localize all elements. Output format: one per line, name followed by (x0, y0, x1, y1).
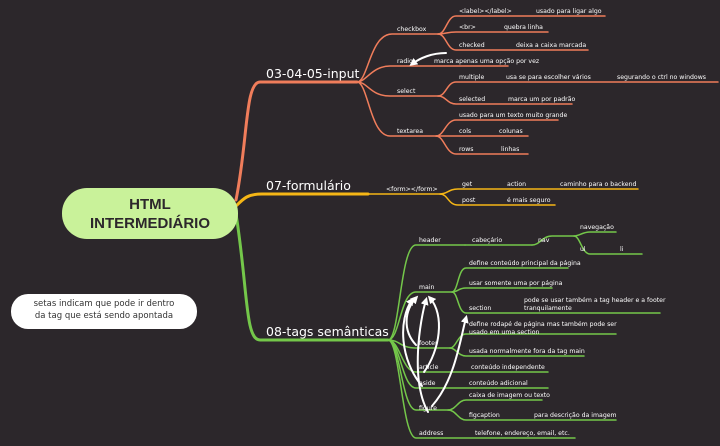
node-textarea[interactable]: textarea (397, 128, 423, 135)
node-rows-desc: linhas (501, 146, 519, 153)
node-textarea-desc: usado para um texto muito grande (459, 112, 567, 119)
node-multiple-extra: segurando o ctrl no windows (617, 74, 706, 81)
node-footer-desc1: define rodapé de página mas também pode … (469, 320, 617, 328)
nesting-arrows (402, 52, 469, 413)
form-branch-texts: <form></form> get action caminho para o … (386, 181, 637, 204)
legend-note-line2: da tag que está sendo apontada (34, 311, 174, 321)
node-cols-desc: colunas (499, 128, 523, 135)
semantic-branch-lines (387, 231, 661, 439)
node-rows[interactable]: rows (459, 146, 473, 153)
node-header[interactable]: header (419, 237, 441, 244)
node-main-desc1: define conteúdo principal da página (469, 259, 581, 267)
arrow-aside-to-main (402, 297, 423, 387)
node-selected[interactable]: selected (459, 96, 485, 103)
root-connectors (234, 80, 390, 342)
node-ul[interactable]: ul (580, 246, 586, 253)
node-aside[interactable]: aside (419, 380, 436, 387)
node-label-tag[interactable]: <label></label> (459, 8, 512, 15)
node-figure[interactable]: figure (419, 405, 437, 412)
root-title-line1: HTML (129, 196, 171, 213)
arrow-checked-to-radio (409, 52, 447, 66)
root-node[interactable] (62, 188, 238, 239)
arrow-figure-to-main (416, 296, 429, 413)
node-checkbox[interactable]: checkbox (397, 26, 427, 33)
node-section[interactable]: section (469, 305, 491, 312)
node-footer[interactable]: footer (419, 340, 438, 347)
legend-note-line1: setas indicam que pode ir dentro (33, 299, 175, 309)
node-nav-desc: navegação (580, 224, 614, 231)
node-figcaption[interactable]: figcaption (469, 412, 500, 419)
node-figure-desc: caixa de imagem ou texto (469, 392, 550, 399)
node-cols[interactable]: cols (459, 128, 471, 135)
root-title-line2: INTERMEDIÁRIO (90, 215, 210, 232)
node-article[interactable]: article (419, 364, 439, 371)
node-aside-desc: conteúdo adicional (469, 379, 528, 387)
node-select[interactable]: select (397, 88, 416, 95)
node-radio-desc: marca apenas uma opção por vez (434, 58, 539, 65)
connector-semantic (234, 212, 390, 342)
branch-semantic-label[interactable]: 08-tags semânticas (266, 324, 389, 339)
node-selected-desc: marca um por padrão (508, 96, 576, 103)
node-checked[interactable]: checked (459, 42, 485, 49)
node-br-desc: quebra linha (504, 24, 543, 31)
node-main[interactable]: main (419, 284, 435, 291)
node-label-desc: usado para ligar algo (536, 8, 602, 15)
form-branch-lines (367, 188, 639, 206)
node-br-tag[interactable]: <br> (459, 24, 476, 31)
node-get-extra: caminho para o backend (560, 181, 637, 188)
node-post[interactable]: post (462, 197, 476, 204)
node-section-desc2: tranquilamente (524, 305, 572, 312)
input-branch-lines (356, 15, 719, 155)
legend-note (11, 294, 197, 329)
node-footer-desc3: usada normalmente fora da tag main (469, 348, 585, 355)
node-multiple[interactable]: multiple (459, 74, 484, 81)
node-checked-desc: deixa a caixa marcada (516, 42, 586, 49)
node-radio[interactable]: radio (397, 58, 413, 65)
semantic-branch-texts: header cabeçário nav navegação ul li mai… (419, 224, 666, 437)
input-branch-texts: checkbox <label></label> usado para liga… (397, 8, 706, 153)
branch-form-label[interactable]: 07-formulário (266, 178, 351, 193)
node-section-desc1: pode se usar também a tag header e a foo… (524, 296, 666, 304)
node-nav[interactable]: nav (538, 237, 550, 244)
branch-input-label[interactable]: 03-04-05-input (266, 66, 360, 81)
node-get[interactable]: get (462, 181, 473, 188)
node-li[interactable]: li (620, 246, 624, 253)
node-form-tag[interactable]: <form></form> (386, 186, 438, 193)
node-footer-desc2: usado em uma section (469, 329, 539, 336)
legend-note-text: setas indicam que pode ir dentro da tag … (11, 298, 197, 322)
node-main-desc2: usar somente uma por página (469, 279, 563, 287)
connector-input (234, 80, 359, 202)
node-address[interactable]: address (419, 430, 443, 437)
node-article-desc: conteúdo independente (471, 363, 545, 371)
arrow-figure-to-section (431, 314, 469, 407)
node-header-sub: cabeçário (472, 236, 502, 244)
node-figcaption-desc: para descrição da imagem (534, 412, 617, 419)
node-address-desc: telefone, endereço, email, etc. (475, 430, 570, 437)
node-post-desc: é mais seguro (507, 196, 551, 204)
arrow-article-to-main (423, 295, 440, 373)
connector-form (234, 192, 370, 208)
node-multiple-desc: usa se para escolher vários (506, 73, 591, 81)
node-get-action: action (507, 181, 526, 188)
